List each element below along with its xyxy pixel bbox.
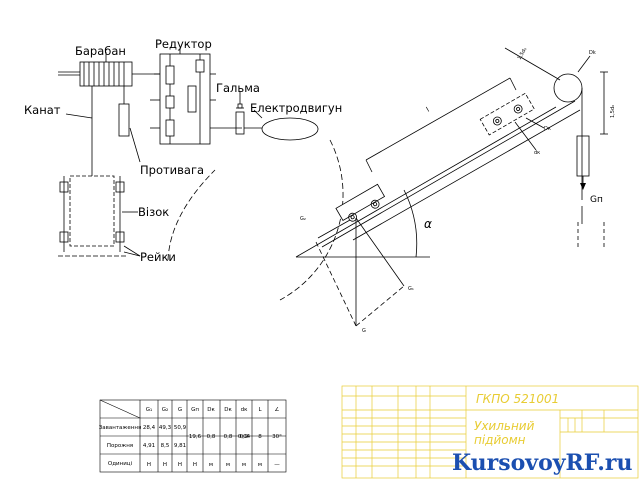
table-cell: 19,6 bbox=[189, 434, 202, 440]
drawing-title-line1: Ухильний bbox=[474, 419, 535, 433]
dim-d-top-label: 1,5d₀ bbox=[517, 47, 529, 61]
dim-d-right-label: 1,5d₀ bbox=[610, 105, 616, 118]
table-header: G₂ bbox=[162, 407, 168, 413]
counterweight-label: Противага bbox=[140, 163, 204, 177]
table-cell: Н bbox=[163, 462, 167, 468]
table-header: ∠ bbox=[275, 406, 280, 413]
table-cell: 0,2 bbox=[240, 434, 249, 440]
table-cell: 9,81 bbox=[174, 443, 186, 449]
table-cell: 0,04 bbox=[238, 434, 251, 440]
kinematic-scheme bbox=[58, 48, 344, 301]
alpha-label: α bbox=[424, 217, 432, 231]
car bbox=[69, 175, 115, 247]
rails-label: Рейки bbox=[140, 250, 176, 264]
table-row-label: Одиниці bbox=[108, 461, 133, 467]
drawing-code: ГКПО 521001 bbox=[476, 392, 559, 406]
table-header: L bbox=[258, 407, 262, 413]
table-header: G bbox=[178, 407, 182, 413]
table-cell: м bbox=[226, 462, 230, 468]
table-cell: Н bbox=[147, 462, 151, 468]
reducer bbox=[159, 53, 211, 145]
table-cell: — bbox=[274, 462, 280, 468]
reducer-label: Редуктор bbox=[155, 37, 212, 51]
table-header: Dк bbox=[224, 407, 232, 413]
table-row-label: Завантаження bbox=[99, 425, 142, 431]
dim-dk-label: Dk bbox=[589, 50, 596, 56]
table-row-label: Порожня bbox=[107, 443, 133, 449]
table-cell: Н bbox=[178, 462, 182, 468]
counterweight bbox=[118, 103, 130, 137]
dim-l-label: l bbox=[425, 106, 431, 114]
table-cell: 50,9 bbox=[174, 425, 187, 431]
table-header: dк bbox=[241, 407, 248, 413]
force-g1-label: G₁ bbox=[408, 286, 414, 292]
title-block bbox=[341, 385, 639, 479]
motor-label: Електродвигун bbox=[250, 101, 342, 115]
table-cell: 4,91 bbox=[143, 443, 155, 449]
rope-label: Канат bbox=[24, 103, 61, 117]
table-cell: 28,4 bbox=[143, 425, 156, 431]
drum-label: Барабан bbox=[75, 44, 126, 58]
watermark: KursovoyRF.ru bbox=[452, 450, 632, 476]
drawing-title-line2: підйомн bbox=[474, 433, 526, 447]
table-cell: 8,5 bbox=[161, 443, 170, 449]
table-cell: м bbox=[242, 462, 246, 468]
table-cell: 49,3 bbox=[159, 425, 172, 431]
data-table bbox=[99, 399, 287, 473]
dim-dk2-label: Dк bbox=[544, 126, 551, 132]
table-cell: 0,8 bbox=[207, 434, 216, 440]
head-pulley bbox=[553, 73, 583, 103]
force-g2-label: G₂ bbox=[300, 216, 306, 222]
table-header: G₁ bbox=[146, 407, 152, 413]
car-label: Візок bbox=[138, 205, 169, 219]
table-header: Gп bbox=[191, 407, 199, 413]
dim-dk-small-label: dк bbox=[534, 150, 540, 156]
table-cell: 30° bbox=[272, 434, 282, 440]
table-header: Dк bbox=[207, 407, 215, 413]
inclined-hoist bbox=[295, 47, 608, 327]
table-cell: 8 bbox=[258, 434, 262, 440]
table-cell: м bbox=[209, 462, 213, 468]
brake bbox=[235, 111, 245, 135]
electric-motor bbox=[261, 117, 319, 141]
brake-label: Гальма bbox=[216, 81, 260, 95]
table-cell: Н bbox=[193, 462, 197, 468]
table-cell: 0,8 bbox=[224, 434, 233, 440]
force-g-label: G bbox=[362, 328, 366, 334]
table-cell: м bbox=[258, 462, 262, 468]
force-gp-label: Gп bbox=[590, 195, 603, 205]
